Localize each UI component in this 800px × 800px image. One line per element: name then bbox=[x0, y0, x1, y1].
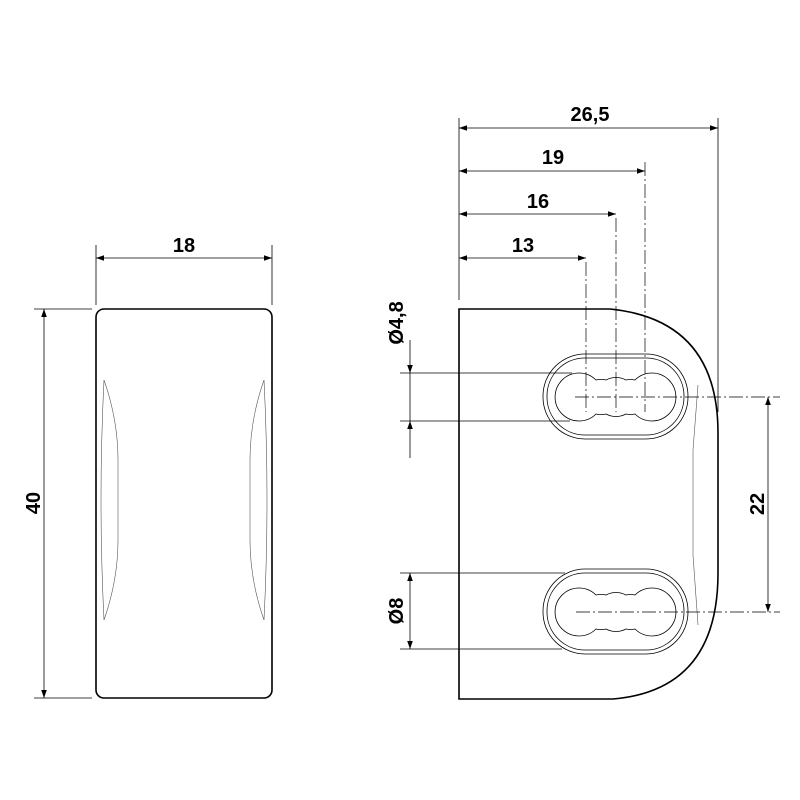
hole-spacing-label: 22 bbox=[747, 493, 769, 515]
front-view-outline bbox=[458, 308, 719, 700]
overall-width-label: 26,5 bbox=[571, 104, 610, 126]
front-view: 26,5 19 16 13 Ø4,8 Ø8 22 bbox=[386, 104, 780, 700]
side-contour-right bbox=[263, 379, 268, 621]
large-diameter-label: Ø8 bbox=[386, 598, 408, 625]
dim-19-label: 19 bbox=[542, 147, 564, 169]
upper-slot bbox=[542, 353, 689, 440]
side-contour-left bbox=[100, 379, 105, 621]
lower-slot-outer bbox=[542, 568, 689, 655]
front-contour bbox=[692, 384, 699, 626]
side-contour-inner-right bbox=[249, 379, 265, 621]
upper-trilobe-hole bbox=[554, 372, 677, 422]
lower-slot bbox=[542, 568, 689, 655]
side-view-outline bbox=[95, 308, 273, 699]
dim-13-label: 13 bbox=[512, 235, 534, 257]
dim-16-label: 16 bbox=[527, 191, 549, 213]
height-label: 40 bbox=[23, 492, 45, 514]
width-label: 18 bbox=[173, 235, 195, 257]
side-contour-inner-left bbox=[103, 379, 119, 621]
lower-trilobe-hole bbox=[554, 587, 677, 637]
small-diameter-label: Ø4,8 bbox=[386, 301, 408, 344]
upper-slot-outer bbox=[542, 353, 689, 440]
side-view: 18 40 bbox=[23, 235, 273, 699]
